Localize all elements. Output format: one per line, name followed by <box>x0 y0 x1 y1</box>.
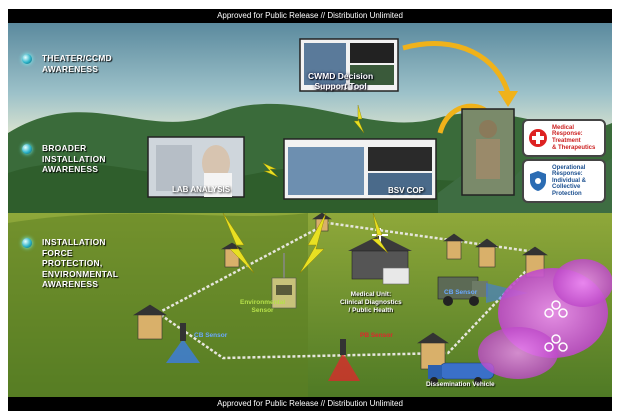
arrow-head-top <box>498 91 518 107</box>
card-line: & Therapeutics <box>552 144 596 151</box>
tier-line: AWARENESS <box>42 279 99 289</box>
tier-bullet-icon <box>22 54 32 64</box>
biohazard-icon <box>544 300 568 352</box>
pb-sensor-label: PB Sensor <box>360 332 393 339</box>
dissemination-vehicle-label: Dissemination Vehicle <box>426 381 495 388</box>
tier-line: AWARENESS <box>42 164 99 174</box>
card-line: Operational <box>552 164 586 171</box>
callout-line: / Public Health <box>348 307 394 314</box>
cb-sensor-left <box>166 323 200 363</box>
medical-response-card: Medical Response: Treatment & Therapeuti… <box>522 119 606 157</box>
callout-line: Clinical Diagnostics <box>340 299 402 306</box>
scene-illustration <box>8 23 612 397</box>
environmental-sensor-label: Environmental Sensor <box>240 299 285 315</box>
shield-icon <box>530 171 546 191</box>
tier-bullet-icon <box>22 238 32 248</box>
card-line: Response: <box>552 131 583 138</box>
card-line: Response: <box>552 171 583 178</box>
environmental-sensor <box>271 253 297 309</box>
callout-line: Environmental <box>240 299 286 306</box>
dissemination-vehicle <box>428 362 495 385</box>
fence-perimeter <box>155 221 546 360</box>
tier-line: INSTALLATION <box>42 237 106 247</box>
soldier-photo <box>461 108 515 196</box>
vehicle-sensor-label: CB Sensor <box>444 289 478 296</box>
top-banner: Approved for Public Release // Distribut… <box>8 9 612 23</box>
medical-cross-icon <box>529 129 547 147</box>
bsv-cop-label: BSV COP <box>388 186 425 195</box>
tier-theater: THEATER/CCMD AWARENESS <box>22 53 112 74</box>
callout-line: Sensor <box>251 307 274 314</box>
card-line: Medical <box>552 124 575 131</box>
card-line: Protection <box>552 190 582 197</box>
tier-line: BROADER <box>42 143 87 153</box>
operational-response-card: Operational Response: Individual & Colle… <box>522 159 606 203</box>
card-line: Individual & <box>552 177 587 184</box>
tier-line: PROTECTION, <box>42 258 103 268</box>
card-line: Collective <box>552 184 581 191</box>
tier-line: THEATER/CCMD <box>42 53 112 63</box>
guard-tower-left <box>132 304 168 340</box>
cb-sensor-label: CB Sensor <box>194 332 228 339</box>
card-line: Treatment <box>552 138 581 144</box>
cwmd-label-line: CWMD Decision <box>308 71 374 81</box>
guard-tower-bottom <box>417 332 449 370</box>
lab-analysis-label: LAB ANALYSIS <box>172 185 231 194</box>
tier-installation: INSTALLATION FORCE PROTECTION, ENVIRONME… <box>22 237 118 290</box>
guard-tower-right2 <box>475 238 499 268</box>
lightning-icon <box>222 104 389 274</box>
cwmd-screen <box>299 38 399 92</box>
tier-line: INSTALLATION <box>42 153 106 164</box>
bottom-banner: Approved for Public Release // Distribut… <box>8 397 612 411</box>
guard-tower-right1 <box>443 233 465 260</box>
tier-bullet-icon <box>22 144 32 154</box>
pb-sensor <box>328 339 360 381</box>
cwmd-label: CWMD Decision Support Tool <box>308 71 373 91</box>
diagram-frame: Approved for Public Release // Distribut… <box>8 9 612 411</box>
tier-broader: BROADER INSTALLATION AWARENESS <box>22 143 106 175</box>
medical-unit-label: Medical Unit: Clinical Diagnostics / Pub… <box>340 291 402 315</box>
cwmd-label-line: Support Tool <box>314 81 367 91</box>
tier-line: AWARENESS <box>42 63 99 74</box>
tier-line: ENVIRONMENTAL <box>42 268 119 279</box>
bsv-cop-screen <box>283 138 437 200</box>
lab-analysis-photo <box>147 136 245 198</box>
callout-line: Medical Unit: <box>350 291 392 298</box>
tier-line: FORCE <box>42 247 73 258</box>
